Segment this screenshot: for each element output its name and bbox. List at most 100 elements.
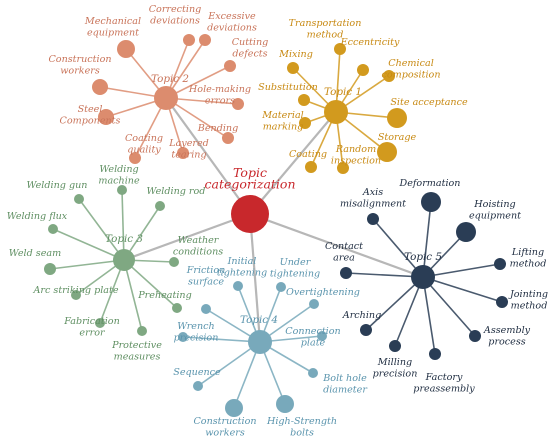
node-t1-site-acceptance [387,108,407,128]
node-t2-cutting-defects [224,60,236,72]
edge-t2-bending [165,97,229,139]
label-t4-high-strength-bolts-line: High-Strength [266,416,337,427]
node-t3-arc-striking-plate [71,290,81,300]
edge-t5-milling-precision [394,276,424,347]
hub-node-t3 [113,249,135,271]
edge-t2-hole-making-errors [165,97,239,105]
node-t3-welding-machine [117,185,127,195]
node-t5-hoisting-equipment [456,222,476,242]
node-t2-construction-workers [92,79,108,95]
edge-center-t4 [248,213,262,343]
node-t5-arching [360,324,372,336]
node-t2-layered-tearing [177,147,189,159]
label-t2-mechanical-equipment-line: equipment [87,28,139,39]
label-t2-bending: Bending [197,123,238,134]
edge-t5-factory-preassembly [422,276,436,355]
node-t1-storage [377,142,397,162]
edge-t5-contact-area [345,272,424,278]
edge-center-t3 [123,212,251,262]
label-t2-construction-workers-line: workers [60,66,100,77]
label-t4-wrench-precision-line: precision [174,333,219,344]
label-t1-mixing: Mixing [278,49,313,60]
label-t3-welding-gun-line: Welding gun [27,180,88,191]
label-t4-overtightening-line: Overtightening [286,287,360,298]
node-t2-coating-quality [129,152,141,164]
node-t3-preheating [172,303,182,313]
label-t3-welding-rod: Welding rod [147,186,206,197]
edge-t5-lifting-method [422,263,501,278]
label-t2-cutting-defects-line: Cutting [232,37,269,48]
label-t5-hoisting-equipment-line: Hoisting [473,199,515,210]
label-t2-excessive-deviations-line: Excessive [207,11,256,22]
node-t3-welding-flux [48,224,58,234]
label-t3-fabrication-error-line: error [79,328,106,339]
edge-t5-arching [365,276,424,331]
node-t5-axis-misalignment [367,213,379,225]
node-t1-eccentricity [357,64,369,76]
label-t5-arching: Arching [342,310,381,321]
label-t1-random-inspection-line: inspection [331,156,381,167]
label-t2-correcting-deviations-line: deviations [150,16,200,27]
label-t4-friction-surface-line: Friction [186,265,226,276]
label-t5-axis-misalignment-line: Axis [362,187,383,198]
hub-label-t5: Topic 5 [404,251,442,263]
label-t4-sequence: Sequence [173,367,221,378]
label-t1-mixing-line: Mixing [278,49,313,60]
label-t1-site-acceptance: Site acceptance [390,97,468,108]
edge-t5-jointing-method [422,276,503,303]
label-t5-assembly-process-line: process [488,337,525,348]
label-t3-weather-conditions-line: conditions [173,247,223,258]
node-t2-mechanical-equipment [117,40,135,58]
node-t4-construction-workers [225,399,243,417]
label-t3-preheating: Preheating [137,290,192,301]
label-t5-deformation: Deformation [399,178,461,189]
node-t1-substitution [298,94,310,106]
node-t4-overtightening [309,299,319,309]
node-t2-steel-components [98,109,114,125]
label-t3-welding-machine-line: Welding [99,164,138,175]
node-t2-excessive-deviations [199,34,211,46]
label-t5-assembly-process-line: Assembly [483,325,531,336]
center-label-line: Topic [233,165,267,180]
label-t1-chemical-composition-line: Chemical [388,58,434,69]
edge-t5-deformation [422,201,432,278]
label-t2-excessive-deviations-line: deviations [207,23,257,34]
label-t4-under-tightening-line: tightening [270,269,320,280]
node-t5-contact-area [340,267,352,279]
node-layer [44,34,508,417]
node-t4-high-strength-bolts [276,395,294,413]
label-t4-construction-workers-line: Construction [193,416,256,427]
label-t4-connection-plate-line: Connection [285,326,340,337]
node-t4-initial-tightening [233,281,243,291]
label-t3-welding-rod-line: Welding rod [147,186,206,197]
node-t1-coating [305,161,317,173]
label-t3-welding-gun: Welding gun [27,180,88,191]
hub-label-t3: Topic 3 [105,233,143,245]
node-t5-lifting-method [494,258,506,270]
node-t4-sequence [193,381,203,391]
node-t2-hole-making-errors [232,98,244,110]
node-t4-under-tightening [276,282,286,292]
label-t3-protective-measures-line: Protective [111,340,162,351]
hub-node-t2 [154,86,178,110]
label-t4-bolt-hole-diameter-line: diameter [323,385,368,396]
label-t4-overtightening: Overtightening [286,287,360,298]
